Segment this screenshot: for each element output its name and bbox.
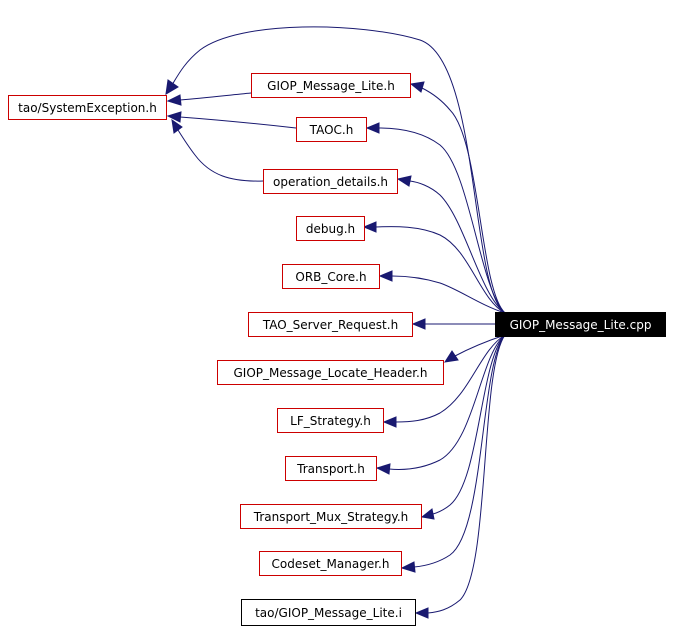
arrow-root-giop-message-lite-h <box>409 81 425 93</box>
node-label: GIOP_Message_Lite.h <box>267 79 395 93</box>
edge-root-giop-message-lite-i <box>427 334 506 614</box>
node-label: operation_details.h <box>273 175 388 189</box>
arrow-root-orb-core <box>378 270 393 282</box>
node-label: Transport.h <box>296 462 365 476</box>
edges <box>165 26 506 619</box>
edge-giop-message-lite-h-system-exception <box>179 92 252 101</box>
node-transport-mux-strategy[interactable]: Transport_Mux_Strategy.h <box>240 504 422 529</box>
node-debug[interactable]: debug.h <box>296 216 365 241</box>
arrow-root-codeset-manager <box>400 561 416 573</box>
edge-root-system-exception <box>171 26 506 314</box>
edge-root-transport-mux-strategy <box>432 334 506 515</box>
node-label: TAO_Server_Request.h <box>262 318 398 332</box>
edge-root-codeset-manager <box>413 334 506 568</box>
node-label: ORB_Core.h <box>295 270 366 284</box>
node-giop-message-lite-h[interactable]: GIOP_Message_Lite.h <box>251 73 411 98</box>
edge-root-orb-core <box>391 275 506 314</box>
nodes: tao/SystemException.h GIOP_Message_Lite.… <box>8 73 666 626</box>
edge-taoc-system-exception <box>179 116 297 129</box>
node-codeset-manager[interactable]: Codeset_Manager.h <box>259 551 402 576</box>
node-giop-message-locate-header[interactable]: GIOP_Message_Locate_Header.h <box>217 360 444 385</box>
node-system-exception[interactable]: tao/SystemException.h <box>8 95 167 120</box>
arrow-root-transport <box>375 463 391 475</box>
arrow-root-taoc <box>365 122 380 134</box>
node-label: TAOC.h <box>309 123 354 137</box>
arrow-root-transport-mux-strategy <box>420 508 435 520</box>
arrow-root-giop-message-lite-i <box>414 607 429 619</box>
arrow-taoc-system-exception <box>166 111 182 123</box>
node-label: Codeset_Manager.h <box>272 557 390 571</box>
node-label: tao/SystemException.h <box>18 101 157 115</box>
node-tao-server-request[interactable]: TAO_Server_Request.h <box>248 312 413 337</box>
node-root-giop-message-lite-cpp[interactable]: GIOP_Message_Lite.cpp <box>495 312 666 337</box>
arrow-root-giop-message-locate-header <box>443 350 459 363</box>
arrow-root-lf-strategy <box>382 416 397 428</box>
node-orb-core[interactable]: ORB_Core.h <box>282 264 380 289</box>
edge-root-operation-details <box>409 180 506 314</box>
arrow-root-operation-details <box>396 175 412 187</box>
node-transport[interactable]: Transport.h <box>285 456 377 481</box>
arrow-root-tao-server-request <box>411 318 426 330</box>
node-label: LF_Strategy.h <box>290 414 371 428</box>
node-operation-details[interactable]: operation_details.h <box>263 169 398 194</box>
node-label: debug.h <box>306 222 355 236</box>
node-label: Transport_Mux_Strategy.h <box>253 510 409 524</box>
edge-root-lf-strategy <box>395 334 506 423</box>
node-label: GIOP_Message_Locate_Header.h <box>234 366 428 380</box>
arrow-root-system-exception <box>165 79 179 95</box>
edge-root-debug <box>375 226 506 314</box>
arrow-operation-details-system-exception <box>171 118 183 134</box>
node-label: tao/GIOP_Message_Lite.i <box>255 606 402 620</box>
arrow-giop-message-lite-h-system-exception <box>166 94 182 106</box>
node-lf-strategy[interactable]: LF_Strategy.h <box>277 408 384 433</box>
edge-root-taoc <box>378 127 506 314</box>
root-node-label: GIOP_Message_Lite.cpp <box>510 318 652 332</box>
arrow-root-debug <box>362 221 377 233</box>
edge-root-giop-message-lite-h <box>421 87 506 314</box>
node-giop-message-lite-i[interactable]: tao/GIOP_Message_Lite.i <box>241 599 416 626</box>
node-taoc[interactable]: TAOC.h <box>296 117 367 142</box>
edge-operation-details-system-exception <box>177 129 264 182</box>
edge-root-transport <box>388 334 506 470</box>
